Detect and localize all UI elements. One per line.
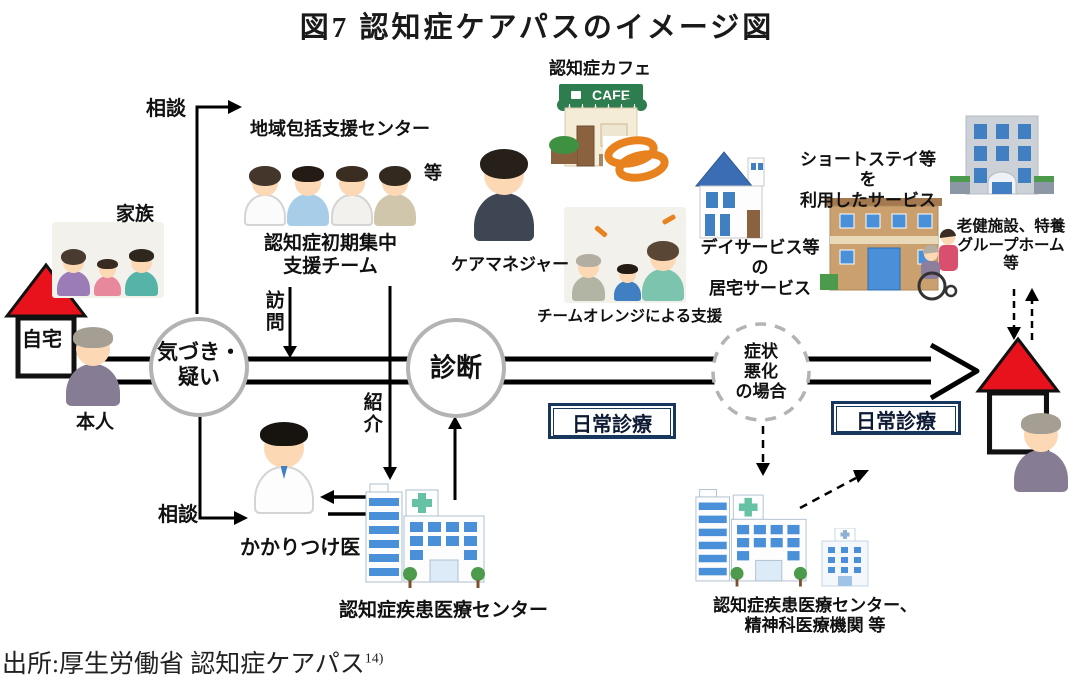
cafe-sign-text: CAFE <box>592 87 630 103</box>
care-manager-label: ケアマネジャー <box>451 255 570 274</box>
team-orange-icon <box>564 207 686 303</box>
daily-care-box-left: 日常診療 <box>548 403 676 439</box>
team-orange-woman-icon <box>642 241 684 301</box>
team-orange-elder-icon <box>572 254 605 301</box>
team-member-icon <box>331 166 373 226</box>
orange-rings-icon <box>604 136 669 182</box>
care-manager-icon <box>474 149 534 241</box>
orange-band-icon <box>594 225 608 238</box>
visit-arrow <box>283 287 297 358</box>
community-center-label: 地域包括支援センター 等 <box>250 118 442 183</box>
stage-worsening-label: 症状 悪化 の場合 <box>735 341 787 402</box>
family-father-icon <box>125 249 158 296</box>
stage-diagnosis-label: 診断 <box>429 352 483 383</box>
elder-facility-label: 老健施設、特養 グループホーム等 <box>956 218 1066 273</box>
family-child-icon <box>94 258 121 296</box>
orange-band-icon <box>661 213 677 226</box>
daily-care-box-right: 日常診療 <box>831 401 961 435</box>
cafe-sign: CAFE <box>571 87 630 103</box>
referral-arrow <box>383 286 397 480</box>
facility-home-dashed-arrows <box>1007 288 1039 340</box>
elderly-person-icon-right <box>1014 413 1068 492</box>
consult-bottom-label: 相談 <box>158 504 198 526</box>
consult-top-arrow <box>195 100 242 314</box>
dementia-cafe-icon: CAFE <box>549 84 669 182</box>
psychiatric-hospital-icon <box>695 489 807 587</box>
family-label: 家族 <box>116 204 155 225</box>
elder-facility-building-icon <box>950 115 1054 195</box>
psychiatric-center-label: 認知症疾患医療センター、 精神科医療機関 等 <box>713 596 917 636</box>
citation-number: 14) <box>364 651 384 667</box>
wheelchair-pair-icon <box>917 228 958 301</box>
short-stay-building-icon <box>820 198 958 301</box>
short-stay-label: ショートステイ等を 利用したサービス <box>800 150 936 210</box>
team-member-icon <box>374 166 416 226</box>
family-icon <box>52 222 164 298</box>
family-doctor-icon <box>254 422 314 514</box>
team-member-icon <box>244 166 286 226</box>
person-label: 本人 <box>76 412 115 433</box>
source-citation: 出所:厚生労働省 認知症ケアパス14) <box>2 651 384 678</box>
day-service-house-icon <box>694 151 765 239</box>
day-service-label: デイサービス等の 居宅サービス <box>700 238 820 298</box>
team-member-icon <box>287 166 329 226</box>
home-label: 自宅 <box>22 329 62 351</box>
elderly-person-icon <box>66 327 120 406</box>
family-mother-icon <box>57 249 90 296</box>
worsening-down-dashed-arrow <box>756 426 770 476</box>
family-doctor-label: かかりつけ医 <box>240 537 361 559</box>
small-hospital-icon <box>821 528 869 587</box>
visit-label: 訪問 <box>262 290 284 334</box>
consult-top-label: 相談 <box>146 98 186 120</box>
dementia-center-label: 認知症疾患医療センター <box>339 600 549 621</box>
referral-label: 紹介 <box>360 392 382 436</box>
figure-title: 図7 認知症ケアパスのイメージ図 <box>299 12 775 44</box>
support-team-label: 認知症初期集中 支援チーム <box>263 233 397 277</box>
stage-awareness-label: 気づき・ 疑い <box>157 341 241 389</box>
dementia-center-hospital-icon <box>365 483 485 588</box>
support-team-icon <box>242 150 417 228</box>
consult-bottom-arrow <box>198 417 248 525</box>
team-orange-label: チームオレンジによる支援 <box>537 308 723 325</box>
dementia-cafe-label: 認知症カフェ <box>549 59 651 78</box>
team-orange-boy-icon <box>614 263 641 301</box>
